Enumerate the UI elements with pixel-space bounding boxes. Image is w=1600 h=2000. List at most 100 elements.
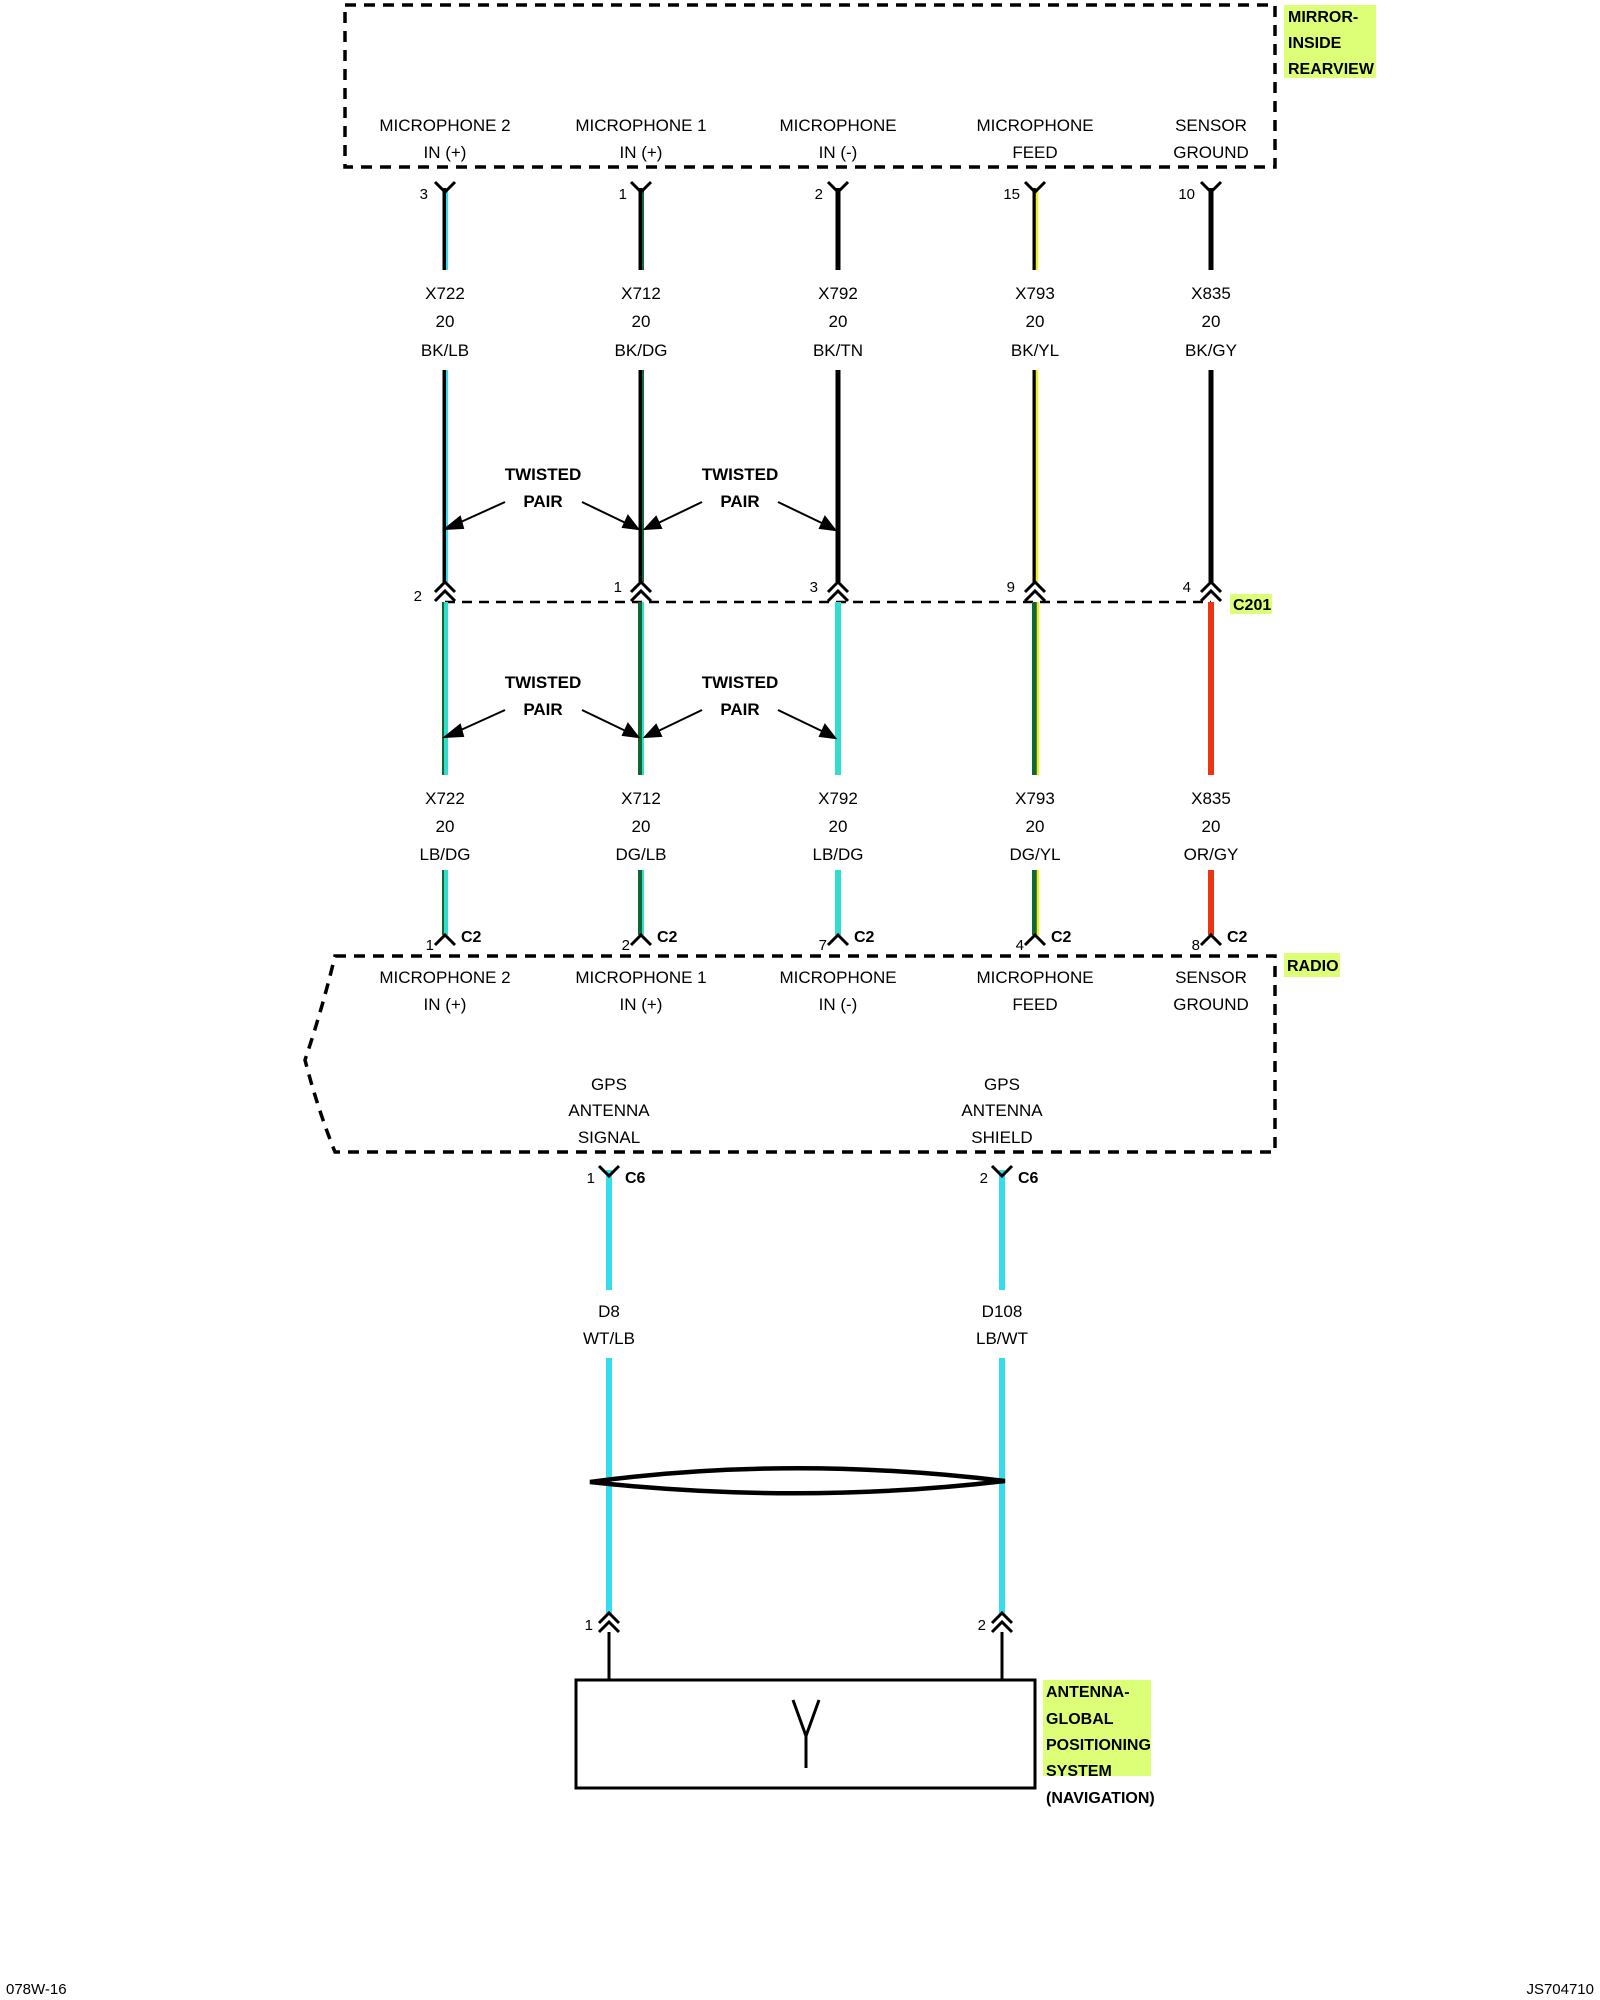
radio-connector-name: C2 [854, 929, 875, 946]
wire-circuit: X722 [425, 284, 465, 303]
pointer-arrow [777, 501, 829, 527]
radio-title-highlight [1284, 953, 1340, 977]
twisted-pair-label: TWISTED [505, 673, 582, 692]
mirror-title-line-2: INSIDE [1288, 35, 1342, 52]
wire-circuit: X722 [425, 789, 465, 808]
wire-gauge: 20 [632, 817, 651, 836]
gps-wires: 1 2 C6 C6 D8 WT/LB D108 LB/WT 1 2 [583, 1164, 1039, 1680]
radio-pin-number: 2 [622, 937, 630, 954]
radio-pin-label-5a: SENSOR [1175, 968, 1247, 987]
mirror-pin-label-1b: IN (+) [424, 143, 467, 162]
wire-color: BK/YL [1011, 341, 1059, 360]
wire-gauge: 20 [1026, 817, 1045, 836]
pointer-arrow [777, 709, 829, 735]
gps-signal-label: ANTENNA [568, 1101, 650, 1120]
antenna-title-line-1: ANTENNA- [1046, 1684, 1130, 1701]
wire-gauge: 20 [1202, 817, 1221, 836]
wire-gauge: 20 [436, 312, 455, 331]
wire-color: LB/DG [419, 845, 470, 864]
wire-gauge: 20 [1026, 312, 1045, 331]
wire-gauge: 20 [1202, 312, 1221, 331]
twisted-pair-label: PAIR [523, 700, 562, 719]
connector-c201: 2 1 3 9 4 C201 [414, 579, 1272, 614]
mirror-pin-label-1a: MICROPHONE 2 [379, 116, 510, 135]
inline-connector-icon [1023, 579, 1047, 603]
gps-shield-label: ANTENNA [961, 1101, 1043, 1120]
terminal-icon [433, 932, 457, 947]
mirror-pin-label-2a: MICROPHONE 1 [575, 116, 706, 135]
wire-circuit: X835 [1191, 789, 1231, 808]
wire-color: BK/GY [1185, 341, 1237, 360]
twisted-pair-label: TWISTED [702, 673, 779, 692]
radio-title: RADIO [1287, 958, 1339, 975]
upper-twisted-pair-notes: TWISTED PAIR TWISTED PAIR [441, 465, 838, 532]
radio-component: RADIO MICROPHONE 2 IN (+) MICROPHONE 1 I… [303, 953, 1340, 1154]
antenna-title-highlight [1043, 1680, 1151, 1776]
wire-color: LB/DG [812, 845, 863, 864]
wire-color: OR/GY [1184, 845, 1239, 864]
terminal-icon [1023, 180, 1047, 195]
radio-connector-name: C2 [1051, 929, 1072, 946]
antenna-box [574, 1678, 1037, 1790]
twisted-pair-label: TWISTED [702, 465, 779, 484]
wire-circuit: X793 [1015, 789, 1055, 808]
mirror-terminals [433, 180, 1223, 195]
c201-pin-number: 4 [1183, 579, 1191, 596]
radio-connector-name: C2 [1227, 929, 1248, 946]
wire-circuit: X793 [1015, 284, 1055, 303]
wire-circuit: D108 [982, 1302, 1023, 1321]
radio-connector-name: C2 [461, 929, 482, 946]
arrowhead-icon [642, 723, 663, 739]
wire-circuit: X792 [818, 284, 858, 303]
mirror-pin-number: 1 [619, 186, 627, 203]
radio-pin-label-5b: GROUND [1173, 995, 1249, 1014]
gps-antenna-pin-number: 2 [978, 1617, 986, 1634]
wire-gauge: 20 [632, 312, 651, 331]
mirror-title-line-1: MIRROR- [1288, 9, 1358, 26]
antenna-icon [791, 1699, 821, 1768]
inline-connector-icon [433, 579, 457, 603]
c201-pin-number: 2 [414, 588, 422, 605]
mirror-pin-label-5a: SENSOR [1175, 116, 1247, 135]
wire-gauge: 20 [829, 817, 848, 836]
wire-circuit: X712 [621, 284, 661, 303]
wire-gauge: 20 [829, 312, 848, 331]
pointer-arrow [581, 709, 633, 735]
mirror-pin-number: 2 [815, 186, 823, 203]
gps-pin-number: 1 [587, 1170, 595, 1187]
radio-c2-terminals: 1 2 7 4 8 C2 C2 C2 C2 C2 [426, 929, 1248, 954]
c201-pin-number: 3 [810, 579, 818, 596]
mirror-pin-label-2b: IN (+) [620, 143, 663, 162]
terminal-icon [826, 180, 850, 195]
radio-pin-label-2b: IN (+) [620, 995, 663, 1014]
inline-connector-icon [826, 579, 850, 603]
footer-left-code: 078W-16 [6, 1981, 67, 1998]
gps-antenna-pin-number: 1 [585, 1617, 593, 1634]
footer-right-code: JS704710 [1526, 1981, 1594, 1998]
antenna-component: ANTENNA- GLOBAL POSITIONING SYSTEM (NAVI… [574, 1678, 1155, 1807]
c201-pin-number: 1 [614, 579, 622, 596]
arrowhead-icon [818, 723, 838, 740]
arrowhead-icon [441, 723, 465, 739]
wire-color: DG/YL [1009, 845, 1060, 864]
radio-pin-label-3b: IN (-) [819, 995, 858, 1014]
mirror-title-highlight [1284, 5, 1376, 78]
gps-connector-name: C6 [1018, 1170, 1039, 1187]
antenna-title-line-2: GLOBAL [1046, 1711, 1114, 1728]
mirror-pin-label-3b: IN (-) [819, 143, 858, 162]
gps-shield-label: GPS [984, 1075, 1020, 1094]
mirror-pin-number: 3 [420, 186, 428, 203]
radio-connector-name: C2 [657, 929, 678, 946]
wire-color: LB/WT [976, 1329, 1028, 1348]
lower-wire-labels: X722 20 LB/DG X712 20 DG/LB X792 20 LB/D… [419, 789, 1238, 864]
mirror-pin-label-4b: FEED [1012, 143, 1057, 162]
radio-pin-number: 1 [426, 937, 434, 954]
antenna-title-line-4: SYSTEM [1046, 1763, 1112, 1780]
twisted-pair-label: PAIR [720, 492, 759, 511]
mirror-component: MIRROR- INSIDE REARVIEW MICROPHONE 2 IN … [343, 3, 1376, 169]
pointer-arrow [581, 501, 633, 527]
c201-name: C201 [1233, 597, 1271, 614]
wire-color: WT/LB [583, 1329, 635, 1348]
wire-circuit: X792 [818, 789, 858, 808]
twisted-pair-label: PAIR [523, 492, 562, 511]
